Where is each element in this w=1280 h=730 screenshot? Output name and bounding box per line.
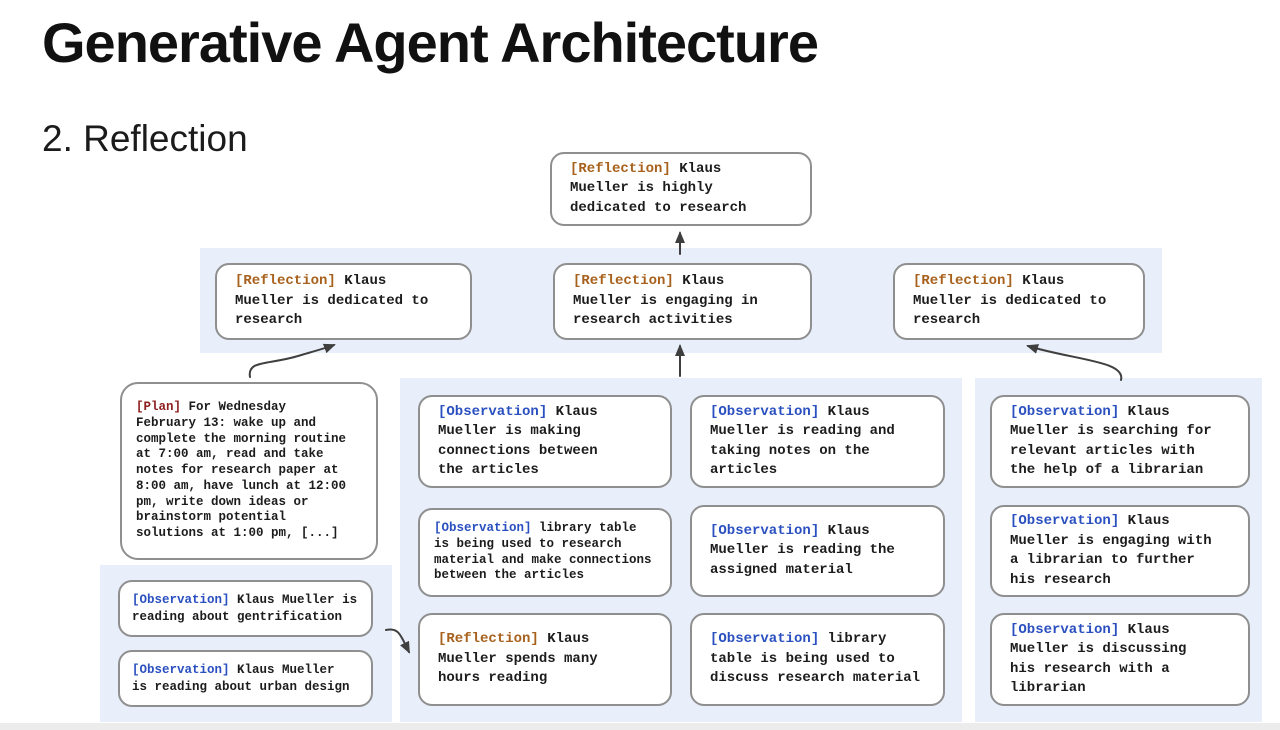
node-text: library table is being used to research … (434, 520, 652, 583)
slide-bottom-edge (0, 723, 1280, 730)
node-reflection-2: [Reflection] Klaus Mueller is engaging i… (553, 263, 812, 340)
reflection-tag: [Reflection] (573, 273, 674, 290)
node-text: Klaus Mueller is engaging with a librari… (1010, 513, 1212, 588)
node-obs-searching-articles: [Observation] Klaus Mueller is searching… (990, 395, 1250, 488)
reflection-tag: [Reflection] (438, 631, 539, 648)
reflection-tag: [Reflection] (570, 160, 671, 177)
observation-tag: [Observation] (710, 403, 820, 420)
reflection-tag: [Reflection] (235, 273, 336, 290)
node-text: Klaus Mueller is reading about gentrific… (132, 593, 358, 624)
observation-tag: [Observation] (710, 522, 820, 539)
node-text: Klaus Mueller is engaging in research ac… (573, 273, 758, 329)
node-plan: [Plan] For Wednesday February 13: wake u… (120, 382, 378, 560)
arrow-left-panel-to-hours-reading-icon (385, 628, 410, 654)
node-text: For Wednesday February 13: wake up and c… (136, 399, 347, 541)
observation-tag: [Observation] (132, 663, 230, 677)
plan-tag: [Plan] (136, 399, 182, 414)
reflection-tag: [Reflection] (913, 273, 1014, 290)
node-reflection-3: [Reflection] Klaus Mueller is dedicated … (893, 263, 1145, 340)
node-obs-gentrification: [Observation] Klaus Mueller is reading a… (118, 580, 373, 637)
node-text: Klaus Mueller is dedicated to research (913, 273, 1107, 329)
node-reflection-hours-reading: [Reflection] Klaus Mueller spends many h… (418, 613, 672, 706)
node-text: library table is being used to discuss r… (710, 631, 921, 687)
observation-tag: [Observation] (1010, 621, 1120, 638)
node-obs-discussing-research: [Observation] Klaus Mueller is discussin… (990, 613, 1250, 706)
section-heading: 2. Reflection (42, 118, 248, 159)
node-text: Klaus Mueller is dedicated to research (235, 273, 429, 329)
node-top-reflection: [Reflection] Klaus Mueller is highly ded… (550, 152, 812, 226)
node-text: Klaus Mueller is reading the assigned ma… (710, 522, 895, 578)
node-obs-engaging-librarian: [Observation] Klaus Mueller is engaging … (990, 505, 1250, 597)
observation-tag: [Observation] (710, 631, 820, 648)
node-text: Klaus Mueller is reading about urban des… (132, 663, 350, 694)
observation-tag: [Observation] (132, 593, 230, 607)
node-obs-library-discuss: [Observation] library table is being use… (690, 613, 945, 706)
page-title: Generative Agent Architecture (42, 11, 819, 74)
arrow-plan-to-ref1-icon (248, 343, 336, 378)
observation-tag: [Observation] (438, 403, 548, 420)
node-obs-connections: [Observation] Klaus Mueller is making co… (418, 395, 672, 488)
node-obs-reading-notes: [Observation] Klaus Mueller is reading a… (690, 395, 945, 488)
node-text: Klaus Mueller is highly dedicated to res… (570, 160, 747, 216)
node-text: Klaus Mueller is searching for relevant … (1010, 403, 1212, 479)
node-text: Klaus Mueller is making connections betw… (438, 403, 598, 479)
observation-tag: [Observation] (1010, 403, 1120, 420)
node-obs-urban-design: [Observation] Klaus Mueller is reading a… (118, 650, 373, 707)
node-text: Klaus Mueller is reading and taking note… (710, 403, 895, 479)
observation-tag: [Observation] (1010, 513, 1120, 529)
observation-tag: [Observation] (434, 520, 532, 535)
arrow-right-panel-to-ref3-icon (1026, 344, 1123, 381)
node-text: Klaus Mueller spends many hours reading (438, 631, 598, 687)
node-text: Klaus Mueller is discussing his research… (1010, 621, 1187, 697)
node-obs-library-research: [Observation] library table is being use… (418, 508, 672, 597)
node-reflection-1: [Reflection] Klaus Mueller is dedicated … (215, 263, 472, 340)
node-obs-assigned-material: [Observation] Klaus Mueller is reading t… (690, 505, 945, 597)
